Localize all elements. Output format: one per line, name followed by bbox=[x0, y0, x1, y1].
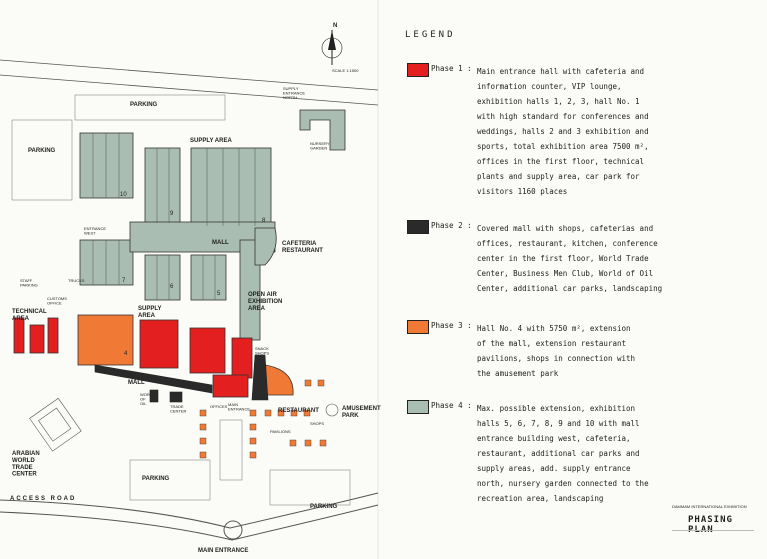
label-supply-area-top: SUPPLY AREA bbox=[190, 138, 232, 144]
hall-9 bbox=[144, 147, 181, 224]
phase2-buildings bbox=[94, 354, 269, 403]
parking-bottom-right bbox=[269, 469, 351, 506]
title-block: DAMMAM INTERNATIONAL EXHIBITION PHASING … bbox=[668, 500, 758, 550]
legend-phase-4: Phase 4 : Max. possible extension, exhib… bbox=[407, 400, 667, 515]
amusement-park-feature bbox=[325, 403, 339, 417]
phase-3-swatch bbox=[407, 320, 429, 334]
north-label: N bbox=[333, 23, 337, 29]
parking-bottom bbox=[129, 459, 211, 501]
legend-phase-1: Phase 1 : Main entrance hall with cafete… bbox=[407, 63, 667, 213]
label-mall-center: MALL bbox=[212, 240, 229, 246]
label-parking-bottom: PARKING bbox=[142, 476, 170, 482]
hall-number-4: 4 bbox=[124, 351, 128, 357]
parking-top bbox=[74, 94, 226, 121]
technical-plant-3 bbox=[47, 317, 59, 354]
legend-phase-2: Phase 2 : Covered mall with shops, cafet… bbox=[407, 220, 667, 310]
label-pavilions: PAVILIONS bbox=[270, 429, 291, 434]
title-block-divider bbox=[672, 530, 754, 531]
central-axis bbox=[219, 419, 243, 481]
hall-1 bbox=[139, 319, 179, 369]
title-block-title: PHASING PLAN bbox=[688, 515, 733, 535]
north-arrow bbox=[321, 30, 343, 65]
legend-phase-3: Phase 3 : Hall No. 4 with 5750 m², exten… bbox=[407, 320, 667, 390]
phase-2-swatch bbox=[407, 220, 429, 234]
scale-label: SCALE 1:1500 bbox=[332, 68, 359, 73]
arabian-wtc bbox=[29, 397, 82, 452]
label-trucks: TRUCKS bbox=[68, 278, 85, 283]
label-parking-bottom-right: PARKING bbox=[310, 504, 338, 510]
label-parking-top: PARKING bbox=[130, 102, 158, 108]
phase-3-description: Hall No. 4 with 5750 m², extension of th… bbox=[477, 324, 636, 378]
label-mall-lower: MALL bbox=[128, 380, 145, 386]
phase3-buildings bbox=[77, 314, 294, 396]
main-entrance-hall bbox=[231, 337, 253, 379]
hall-number-8: 8 bbox=[262, 218, 266, 224]
hall-7 bbox=[79, 239, 134, 286]
phase-1-label: Phase 1 : bbox=[431, 64, 472, 73]
hall-number-5: 5 bbox=[217, 291, 221, 297]
phase-4-swatch bbox=[407, 400, 429, 414]
world-of-oil bbox=[149, 389, 159, 403]
phase-1-swatch bbox=[407, 63, 429, 77]
hall-10 bbox=[79, 132, 134, 199]
main-entrance-roundabout bbox=[223, 520, 243, 540]
hall-8 bbox=[190, 147, 272, 227]
label-shops: SHOPS bbox=[310, 421, 324, 426]
phase4-buildings bbox=[79, 109, 346, 341]
nursery-garden bbox=[299, 109, 346, 151]
hall-3 bbox=[212, 374, 249, 398]
cafeteria-west bbox=[254, 227, 277, 266]
restaurant-pavilion bbox=[264, 364, 294, 396]
covered-mall bbox=[94, 364, 213, 394]
hall-number-10: 10 bbox=[120, 192, 127, 198]
legend-title: LEGEND bbox=[405, 30, 456, 40]
phase-3-label: Phase 3 : bbox=[431, 321, 472, 330]
trade-center bbox=[169, 391, 183, 403]
parking-left bbox=[11, 119, 73, 201]
title-block-project: DAMMAM INTERNATIONAL EXHIBITION bbox=[672, 504, 747, 509]
phase3-pavilions bbox=[199, 379, 327, 459]
label-access-road: ACCESS ROAD bbox=[10, 496, 76, 502]
hall-5 bbox=[190, 254, 227, 301]
label-parking-left: PARKING bbox=[28, 148, 56, 154]
phase-1-description: Main entrance hall with cafeteria and in… bbox=[477, 67, 649, 196]
technical-plant-1 bbox=[13, 317, 25, 354]
hall-number-6: 6 bbox=[170, 284, 174, 290]
phase-4-description: Max. possible extension, exhibition hall… bbox=[477, 404, 649, 503]
hall-6 bbox=[144, 254, 181, 301]
hall-4 bbox=[77, 314, 134, 366]
hall-2 bbox=[189, 327, 226, 374]
label-main-entrance: MAIN ENTRANCE bbox=[198, 548, 248, 554]
mall-connector bbox=[129, 221, 276, 253]
hall-number-9: 9 bbox=[170, 211, 174, 217]
phase1-buildings bbox=[13, 317, 253, 398]
label-restaurant: RESTAURANT bbox=[278, 408, 319, 414]
label-offices: OFFICES bbox=[210, 404, 228, 409]
mall-east bbox=[251, 354, 269, 401]
phase-2-description: Covered mall with shops, cafeterias and … bbox=[477, 224, 663, 293]
phase-4-label: Phase 4 : bbox=[431, 401, 472, 410]
technical-plant-2 bbox=[29, 324, 45, 354]
hall-number-7: 7 bbox=[122, 278, 126, 284]
phase-2-label: Phase 2 : bbox=[431, 221, 472, 230]
